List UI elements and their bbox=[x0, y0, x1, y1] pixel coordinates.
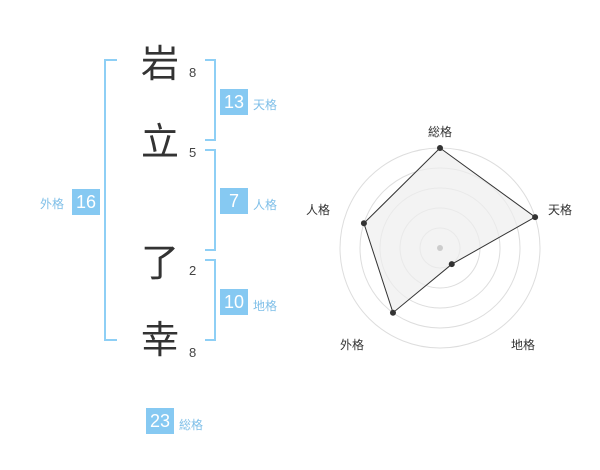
radar-label-tenkaku: 天格 bbox=[548, 203, 573, 217]
chikaku-label: 地格 bbox=[253, 299, 278, 313]
radar-label-chikaku: 地格 bbox=[511, 338, 536, 352]
name-char-2: 立 bbox=[140, 120, 179, 164]
name-char-3: 了 bbox=[140, 241, 179, 285]
radar-center-dot bbox=[437, 245, 443, 251]
radar-point bbox=[360, 220, 367, 227]
tenkaku-label: 天格 bbox=[253, 98, 278, 112]
jinkaku-badge: 7 bbox=[220, 188, 248, 214]
soukaku-badge: 23 bbox=[146, 408, 174, 434]
stroke-count-2: 5 bbox=[189, 145, 197, 160]
stroke-count-1: 8 bbox=[189, 65, 197, 80]
gaikaku-label: 外格 bbox=[40, 197, 65, 211]
radar-label-gaikaku: 外格 bbox=[340, 338, 365, 352]
gaikaku-badge: 16 bbox=[72, 189, 100, 215]
name-char-4: 幸 bbox=[140, 318, 179, 362]
radar-label-jinkaku: 人格 bbox=[306, 203, 331, 217]
radar-polygon bbox=[363, 147, 537, 314]
name-char-1: 岩 bbox=[140, 42, 179, 86]
radar-points bbox=[360, 145, 539, 316]
radar-point bbox=[448, 261, 455, 268]
stroke-count-3: 2 bbox=[189, 263, 197, 278]
radar-point bbox=[437, 145, 443, 151]
tenkaku-badge: 13 bbox=[220, 89, 248, 115]
radar-label-soukaku: 総格 bbox=[428, 125, 453, 139]
chikaku-badge: 10 bbox=[220, 289, 248, 315]
radar-point bbox=[532, 214, 539, 221]
soukaku-label: 総格 bbox=[179, 418, 204, 432]
radar-point bbox=[389, 309, 396, 316]
jinkaku-label: 人格 bbox=[253, 198, 278, 212]
stroke-count-4: 8 bbox=[189, 345, 197, 360]
